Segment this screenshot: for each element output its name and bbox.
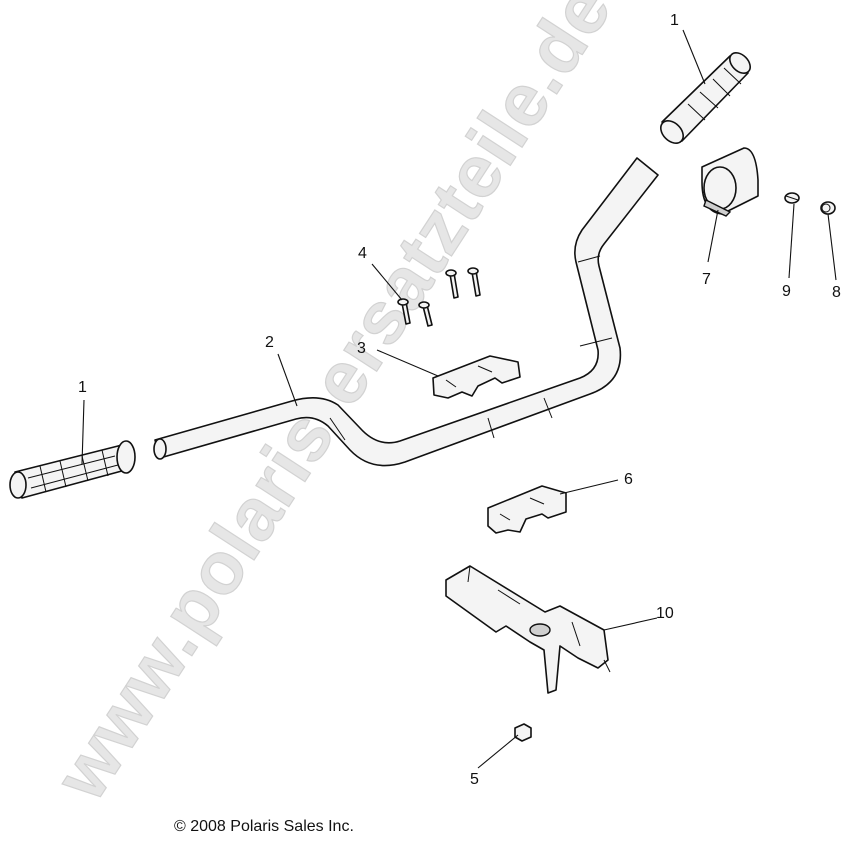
- clamp-upper: [432, 355, 521, 399]
- copyright-notice: © 2008 Polaris Sales Inc.: [174, 818, 354, 835]
- callout-clamp-lower: 6: [624, 471, 633, 488]
- handlebar: [153, 157, 659, 467]
- grip-left: [9, 440, 136, 499]
- callout-part-8: 8: [832, 284, 841, 301]
- callout-grip-left: 1: [78, 379, 87, 396]
- callout-cover: 7: [702, 271, 711, 288]
- callout-grip-right: 1: [670, 12, 679, 29]
- callout-bracket: 10: [656, 605, 674, 622]
- callout-nut: 5: [470, 771, 479, 788]
- part-8: [820, 201, 836, 215]
- bolts: [397, 267, 481, 327]
- cover: [701, 147, 759, 217]
- callout-clamp-upper: 3: [357, 340, 366, 357]
- leader-lines: [81, 29, 837, 769]
- nut: [514, 723, 532, 742]
- callout-bolts: 4: [358, 245, 367, 262]
- callout-handlebar: 2: [265, 334, 274, 351]
- grip-right: [660, 52, 751, 144]
- callout-part-9: 9: [782, 283, 791, 300]
- bracket: [445, 565, 611, 694]
- clamp-lower: [487, 485, 567, 534]
- part-9: [784, 192, 800, 204]
